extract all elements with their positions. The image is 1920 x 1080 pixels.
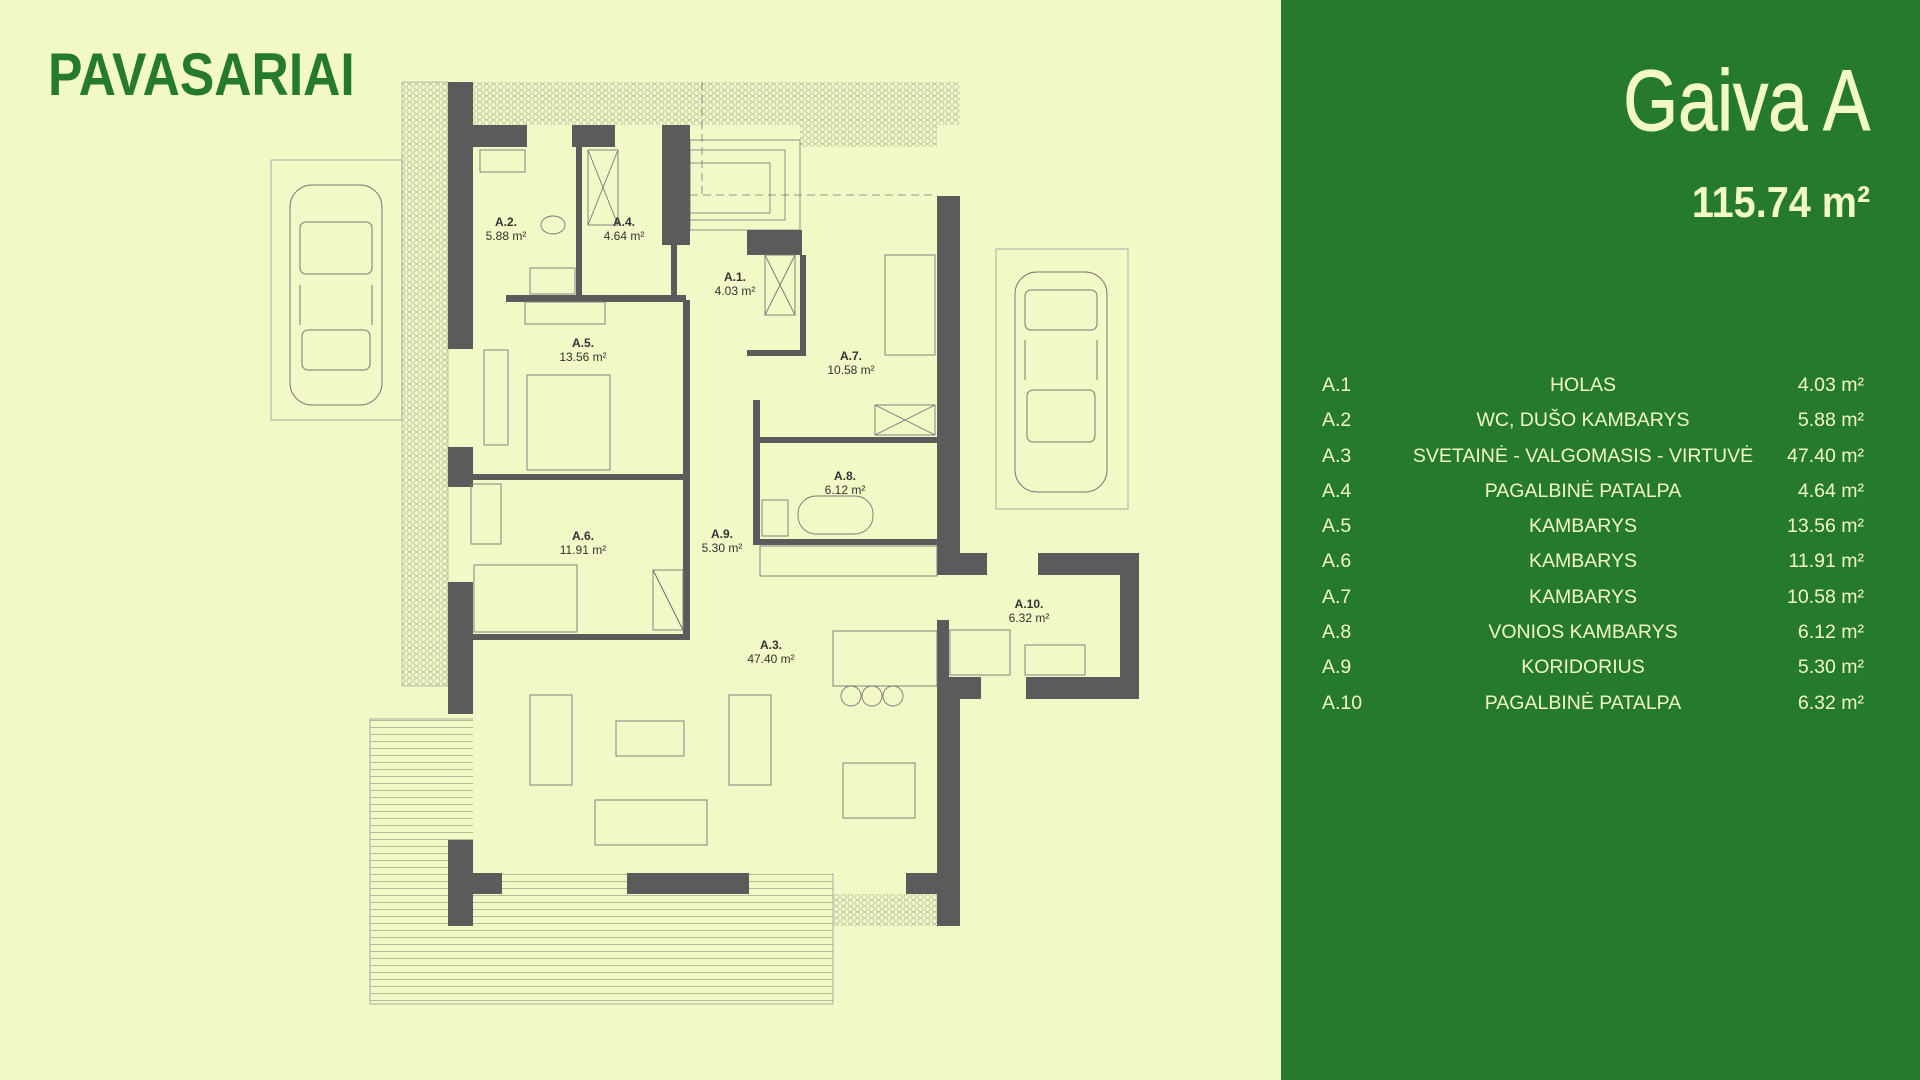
room-area: 47.40 m² <box>1787 444 1864 467</box>
room-code: A.1 <box>1322 374 1352 396</box>
room-label-a7: A.7.10.58 m² <box>827 349 874 377</box>
room-area: 10.58 m² <box>1787 585 1864 608</box>
room-row: A.6 KAMBARYS 11.91 m² <box>1281 550 1920 585</box>
room-code: A.9 <box>1322 656 1352 679</box>
room-row: A.10 PAGALBINĖ PATALPA 6.32 m² <box>1281 692 1920 727</box>
room-code: A.4 <box>1322 479 1352 502</box>
room-label-a5: A.5.13.56 m² <box>559 336 606 364</box>
room-name: PAGALBINĖ PATALPA <box>1484 479 1682 502</box>
unit-title: Gaiva A <box>1623 53 1871 150</box>
room-name: KAMBARYS <box>1528 585 1637 608</box>
floor-area <box>473 147 1120 873</box>
room-name: KAMBARYS <box>1528 515 1637 538</box>
room-code: A.7 <box>1322 585 1352 608</box>
room-name: PAGALBINĖ PATALPA <box>1484 691 1682 714</box>
room-area: 5.30 m² <box>1797 656 1864 679</box>
walls <box>448 82 1139 926</box>
parking-left <box>270 159 403 421</box>
room-row: A.1 HOLAS 4.03 m² <box>1281 374 1920 409</box>
room-row: A.5 KAMBARYS 13.56 m² <box>1281 515 1920 550</box>
room-label-a6: A.6.11.91 m² <box>560 529 606 557</box>
room-name: WC, DUŠO KAMBARYS <box>1476 409 1690 432</box>
room-code: A.10 <box>1322 691 1363 714</box>
parking-right <box>995 248 1129 510</box>
total-area: 115.74 m² <box>1691 178 1870 227</box>
room-name: KAMBARYS <box>1528 550 1637 573</box>
room-label-a10: A.10.6.32 m² <box>1009 597 1050 625</box>
room-area: 5.88 m² <box>1797 409 1864 432</box>
car-icon <box>1014 271 1108 493</box>
room-code: A.5 <box>1322 515 1352 538</box>
room-label-a8: A.8.6.12 m² <box>825 469 866 497</box>
room-area: 4.64 m² <box>1797 479 1864 502</box>
room-label-a9: A.9.5.30 m² <box>702 527 743 555</box>
brand-logo: PAVASARIAI <box>48 41 355 108</box>
room-name: HOLAS <box>1549 374 1617 396</box>
room-name: VONIOS KAMBARYS <box>1488 621 1678 644</box>
room-row: A.7 KAMBARYS 10.58 m² <box>1281 586 1920 621</box>
room-table: A.1 HOLAS 4.03 m² A.2 WC, DUŠO KAMBARYS 5.88… <box>1281 374 1920 727</box>
room-row: A.4 PAGALBINĖ PATALPA 4.64 m² <box>1281 480 1920 515</box>
room-row: A.2 WC, DUŠO KAMBARYS 5.88 m² <box>1281 409 1920 444</box>
furniture <box>470 149 1086 846</box>
room-label-a1: A.1.4.03 m² <box>715 270 756 298</box>
room-row: A.3 SVETAINĖ - VALGOMASIS - VIRTUVĖ 47.40 … <box>1281 445 1920 480</box>
room-label-a3: A.3.47.40 m² <box>747 638 794 666</box>
room-code: A.2 <box>1322 409 1352 432</box>
room-area: 4.03 m² <box>1797 374 1864 396</box>
car-icon <box>289 184 383 406</box>
room-code: A.3 <box>1322 444 1352 467</box>
room-label-a2: A.2.5.88 m² <box>486 215 527 243</box>
room-area: 6.12 m² <box>1797 621 1864 644</box>
room-area: 11.91 m² <box>1788 550 1864 573</box>
room-area: 13.56 m² <box>1787 515 1864 538</box>
room-name: KORIDORIUS <box>1521 656 1645 679</box>
room-code: A.6 <box>1322 550 1352 573</box>
room-code: A.8 <box>1322 621 1352 644</box>
floor-plan: A.2.5.88 m² A.4.4.64 m² A.1.4.03 m² A.5.… <box>270 81 1139 1005</box>
room-row: A.8 VONIOS KAMBARYS 6.12 m² <box>1281 621 1920 656</box>
room-row: A.9 KORIDORIUS 5.30 m² <box>1281 656 1920 691</box>
room-labels: A.2.5.88 m² A.4.4.64 m² A.1.4.03 m² A.5.… <box>486 215 1050 666</box>
info-panel: Gaiva A 115.74 m² A.1 HOLAS 4.03 m² A.2 WC,… <box>1281 0 1920 1080</box>
room-area: 6.32 m² <box>1797 691 1864 714</box>
room-name: SVETAINĖ - VALGOMASIS - VIRTUVĖ <box>1412 444 1754 467</box>
room-label-a4: A.4.4.64 m² <box>604 215 645 243</box>
